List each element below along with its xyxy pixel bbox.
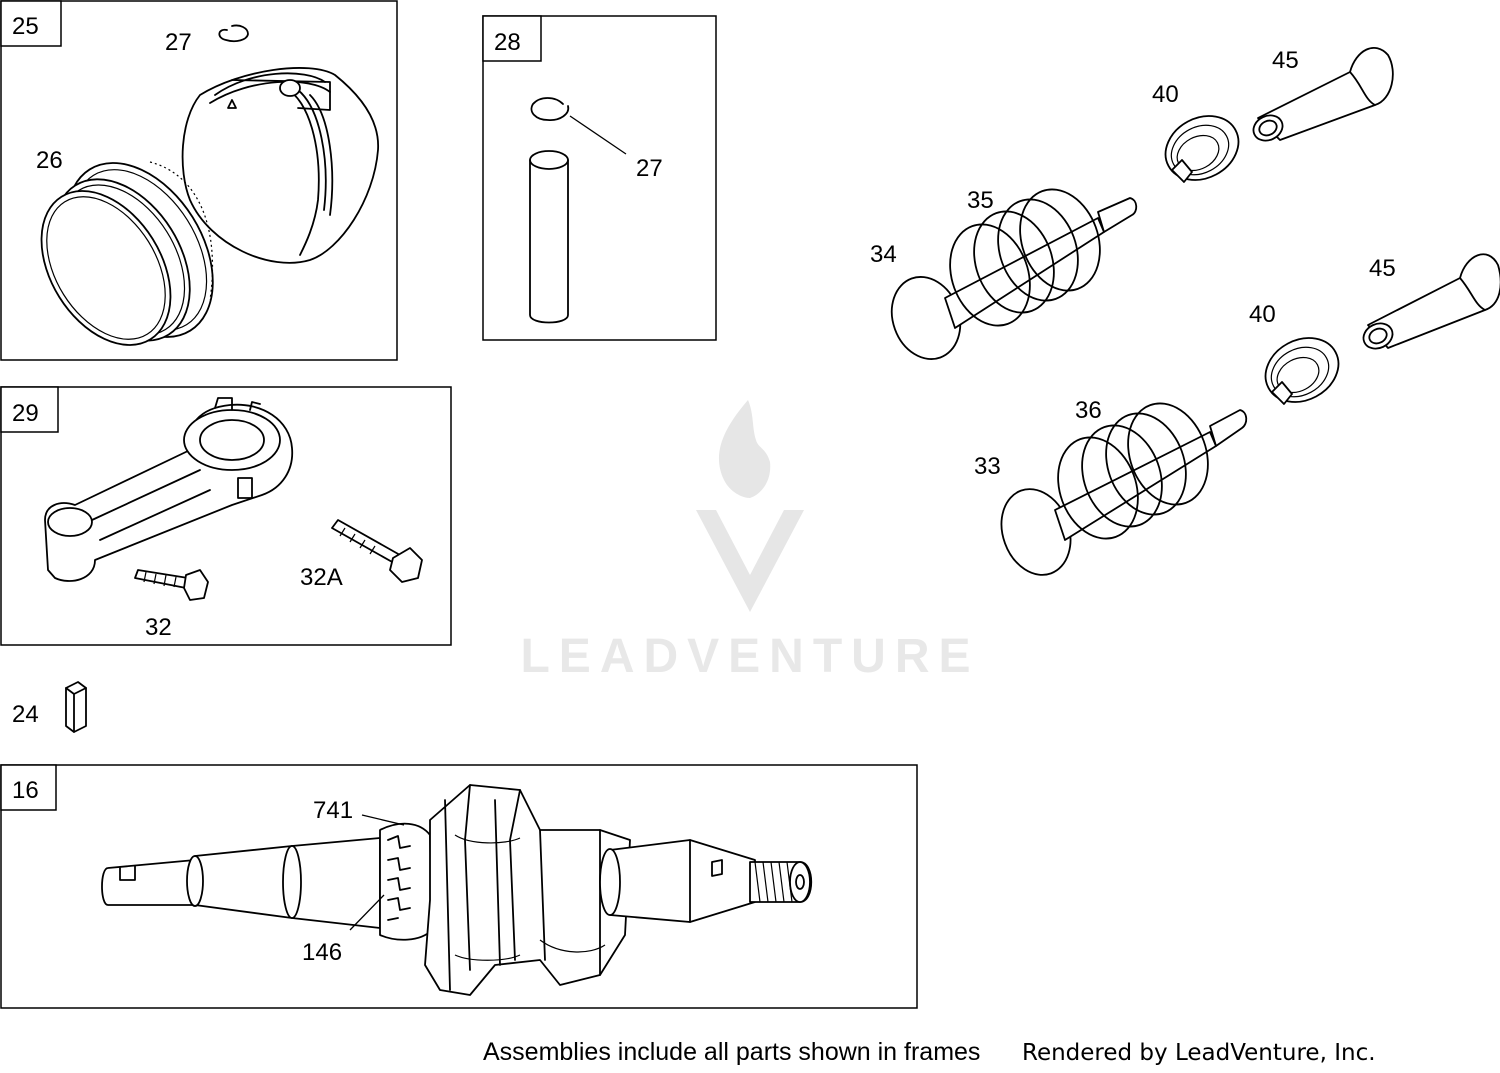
callout-intake-retainer: 40 (1249, 301, 1276, 328)
frame-tag: 28 (494, 29, 521, 56)
watermark-logo: LEADVENTURE (520, 400, 979, 683)
callout-bolt: 32 (145, 614, 172, 641)
retainer-upper (1164, 115, 1240, 183)
rotator-lower (1362, 253, 1500, 350)
callout-lock: 27 (636, 155, 663, 182)
piston-lock-ring (218, 24, 249, 43)
callout-lock: 27 (165, 29, 192, 56)
rod-bolt (134, 569, 209, 601)
frame-rod-assembly: 29 32A 32 (0, 386, 452, 646)
frame-pin-assembly: 28 27 (482, 15, 717, 341)
valve-lower (1000, 409, 1248, 576)
callout-exhaust-valve: 34 (870, 241, 897, 268)
crankshaft (101, 784, 813, 996)
callout-exhaust-rotator: 45 (1272, 47, 1299, 74)
frame-piston-assembly: 25 27 26 (0, 0, 398, 361)
frame-crankshaft-assembly: 16 (0, 764, 918, 1009)
piston-rings (40, 161, 214, 346)
render-credit: Rendered by LeadVenture, Inc. (1022, 1040, 1376, 1066)
retainer-lower (1264, 337, 1340, 405)
callout-bolt-a: 32A (300, 564, 343, 591)
frame-tag: 29 (12, 400, 39, 427)
callout-intake-spring: 36 (1075, 397, 1102, 424)
piston (181, 67, 379, 264)
callout-exhaust-retainer: 40 (1152, 81, 1179, 108)
frame-tag: 16 (12, 777, 39, 804)
valve-upper (890, 197, 1138, 360)
spring-upper (949, 188, 1101, 327)
watermark-text: LEADVENTURE (520, 630, 979, 683)
pin-lock-ring (530, 97, 570, 121)
callout-intake-valve: 33 (974, 453, 1001, 480)
callout-exhaust-spring: 35 (967, 187, 994, 214)
spring-lower (1057, 402, 1209, 540)
callout-intake-rotator: 45 (1369, 255, 1396, 282)
piston-pin (529, 150, 569, 324)
frame-tag: 25 (12, 13, 39, 40)
assemblies-note: Assemblies include all parts shown in fr… (483, 1038, 980, 1066)
crank-key (65, 681, 87, 733)
rotator-upper (1252, 46, 1394, 142)
callout-rings: 26 (36, 147, 63, 174)
callout-gear-key: 741 (313, 797, 353, 824)
callout-key: 24 (12, 701, 39, 728)
rod-bolt-a (331, 519, 423, 583)
connecting-rod (44, 397, 294, 582)
callout-gear: 146 (302, 939, 342, 966)
